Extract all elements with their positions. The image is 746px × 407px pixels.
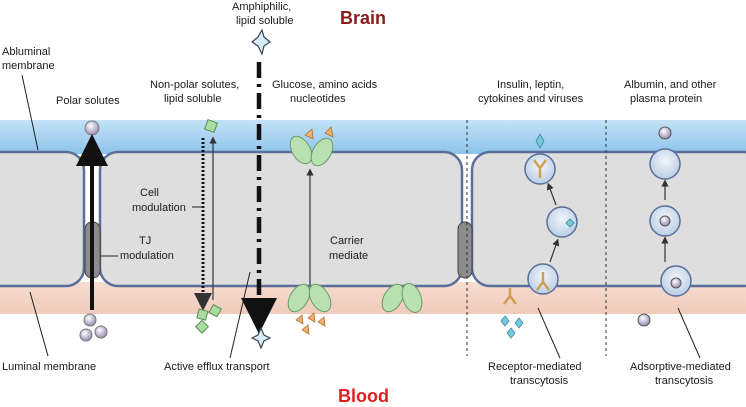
polar-solute-top bbox=[84, 120, 100, 136]
carrier-top-right bbox=[310, 137, 334, 167]
active-efflux-pointer bbox=[229, 271, 251, 359]
tj-mod-label-1: TJ bbox=[139, 235, 151, 247]
receptor-arrow-lower bbox=[549, 238, 560, 263]
abluminal-label-1: Abluminal bbox=[2, 46, 50, 58]
abluminal-pointer bbox=[21, 74, 39, 151]
polar-label: Polar solutes bbox=[56, 95, 120, 107]
tight-junction-right bbox=[457, 221, 473, 279]
luminal-pointer bbox=[29, 291, 49, 357]
cell-mod-label-1: Cell bbox=[140, 187, 159, 199]
tj-mod-label-2: modulation bbox=[120, 250, 174, 262]
adsorptive-label-1: Adsorptive-mediated bbox=[630, 361, 731, 373]
albumin-label-1: Albumin, and other bbox=[624, 79, 717, 91]
abluminal-label-2: membrane bbox=[2, 60, 55, 72]
glucose-molecule-b1 bbox=[295, 314, 304, 325]
albumin-molecule-top bbox=[658, 126, 672, 140]
polar-solute-b1 bbox=[83, 313, 97, 327]
albumin-molecule-mid bbox=[659, 215, 671, 227]
receptor-bottom bbox=[536, 272, 550, 291]
amphiphilic-molecule-bottom bbox=[250, 326, 272, 350]
glucose-molecule-b2 bbox=[307, 312, 316, 323]
receptor-label-2: transcytosis bbox=[510, 375, 569, 387]
polar-solute-b2 bbox=[94, 325, 108, 339]
nonpolar-solute-b3 bbox=[194, 319, 210, 334]
glucose-molecule-b3 bbox=[317, 316, 326, 327]
nonpolar-solute-b2 bbox=[208, 303, 223, 318]
luminal-label: Luminal membrane bbox=[2, 361, 96, 373]
nonpolar-solute-b1 bbox=[196, 308, 209, 321]
title-brain: Brain bbox=[340, 8, 386, 28]
efflux-carrier-left bbox=[381, 283, 405, 313]
carrier-label-2: mediate bbox=[329, 250, 368, 262]
efflux-carrier-right bbox=[401, 283, 423, 313]
endothelial-cell-middle bbox=[98, 150, 464, 288]
carrier-label-1: Carrier bbox=[330, 235, 364, 247]
blood-lumen-band bbox=[0, 282, 746, 314]
brain-interstitial-band bbox=[0, 120, 746, 154]
glucose-molecule-b4 bbox=[301, 324, 310, 335]
active-efflux-label: Active efflux transport bbox=[164, 361, 270, 373]
receptor-label-1: Receptor-mediated bbox=[488, 361, 582, 373]
amphiphilic-molecule-top bbox=[250, 28, 272, 56]
carrier-top-left bbox=[289, 135, 313, 165]
receptor-vesicle-middle bbox=[546, 206, 578, 238]
endothelial-cell-right bbox=[470, 150, 746, 288]
adsorptive-vesicle-top bbox=[649, 148, 681, 180]
glucose-label-2: nucleotides bbox=[290, 93, 346, 105]
amphiphilic-label-1: Amphiphilic, bbox=[232, 1, 291, 13]
glucose-label-1: Glucose, amino acids bbox=[272, 79, 378, 91]
glucose-molecule-top1 bbox=[304, 128, 314, 140]
adsorptive-pointer bbox=[677, 307, 701, 359]
insulin-molecule-b1 bbox=[500, 315, 510, 327]
glucose-molecule-top2 bbox=[324, 126, 334, 138]
nonpolar-solute-top bbox=[203, 118, 219, 134]
receptor-top bbox=[533, 159, 547, 178]
insulin-label-1: Insulin, leptin, bbox=[497, 79, 564, 91]
insulin-molecule-mid bbox=[565, 218, 575, 228]
albumin-label-2: plasma protein bbox=[630, 93, 702, 105]
insulin-molecule-b3 bbox=[506, 327, 516, 339]
receptor-free bbox=[503, 288, 517, 305]
endothelial-cell-left bbox=[0, 150, 86, 288]
albumin-molecule-free bbox=[637, 313, 651, 327]
cell-mod-label-2: modulation bbox=[132, 202, 186, 214]
insulin-label-2: cytokines and viruses bbox=[478, 93, 584, 105]
insulin-molecule-top bbox=[535, 133, 545, 149]
nonpolar-label-2: lipid soluble bbox=[164, 93, 221, 105]
insulin-molecule-b2 bbox=[514, 317, 524, 329]
albumin-molecule-bottom bbox=[670, 277, 682, 289]
carrier-bottom-right bbox=[308, 283, 332, 313]
receptor-arrow-upper bbox=[546, 182, 557, 206]
carrier-bottom-left bbox=[287, 283, 311, 313]
receptor-pointer bbox=[537, 307, 561, 359]
polar-solute-b3 bbox=[79, 328, 93, 342]
title-blood: Blood bbox=[338, 386, 389, 406]
adsorptive-label-2: transcytosis bbox=[655, 375, 714, 387]
nonpolar-label-1: Non-polar solutes, bbox=[150, 79, 239, 91]
amphiphilic-label-2: lipid soluble bbox=[236, 15, 293, 27]
